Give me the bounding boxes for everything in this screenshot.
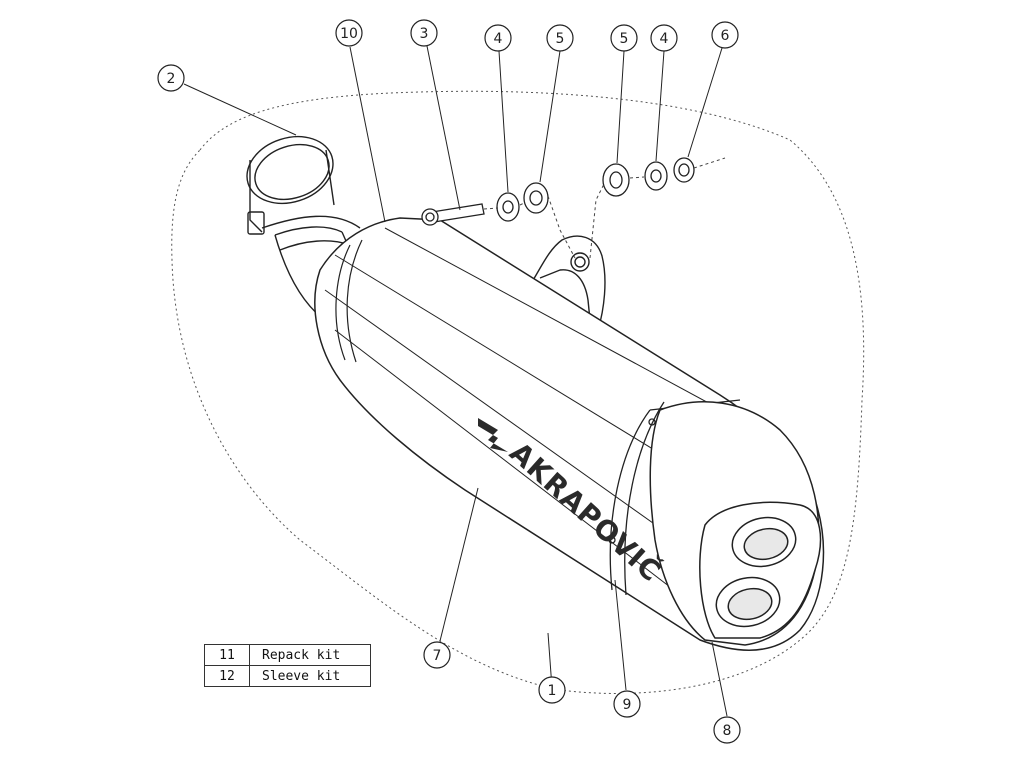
svg-text:4: 4	[660, 31, 669, 47]
callout-8: 8	[713, 716, 741, 744]
logo-mark-icon	[478, 418, 508, 452]
washer-right	[644, 161, 668, 191]
svg-text:5: 5	[620, 31, 629, 47]
callout-3: 3	[410, 19, 438, 47]
table-row: 12 Sleeve kit	[204, 665, 371, 687]
link-pipe-clamp	[246, 135, 361, 235]
leader-lines	[183, 45, 728, 717]
callout-9: 9	[613, 690, 641, 718]
svg-text:5: 5	[556, 31, 565, 47]
svg-text:8: 8	[723, 723, 732, 739]
washer-left	[496, 192, 520, 222]
svg-text:3: 3	[420, 26, 429, 42]
callout-6: 6	[711, 21, 739, 49]
callout-5a: 5	[546, 24, 574, 52]
end-cap	[649, 401, 822, 646]
kit-name: Sleeve kit	[249, 665, 371, 687]
callout-10: 10	[335, 19, 363, 47]
table-row: 11 Repack kit	[204, 644, 371, 666]
svg-text:7: 7	[433, 648, 442, 664]
spacer-left	[523, 182, 549, 214]
assembly-dotted-outline	[171, 90, 865, 694]
svg-text:6: 6	[721, 28, 730, 44]
kit-name: Repack kit	[249, 644, 371, 666]
svg-text:1: 1	[548, 683, 557, 699]
assembly-axes	[483, 157, 726, 259]
callout-4a: 4	[484, 24, 512, 52]
mounting-bolt	[421, 203, 485, 226]
callout-2: 2	[157, 64, 185, 92]
kit-number: 11	[204, 644, 250, 666]
nut	[673, 157, 695, 183]
svg-text:2: 2	[167, 71, 176, 87]
kit-table: 11 Repack kit 12 Sleeve kit	[204, 644, 371, 687]
callout-1: 1	[538, 676, 566, 704]
svg-text:4: 4	[494, 31, 503, 47]
callout-7: 7	[423, 641, 451, 669]
callout-5b: 5	[610, 24, 638, 52]
spacer-right	[602, 163, 630, 197]
svg-text:10: 10	[340, 26, 358, 42]
callout-4b: 4	[650, 24, 678, 52]
svg-text:9: 9	[623, 697, 632, 713]
kit-number: 12	[204, 665, 250, 687]
